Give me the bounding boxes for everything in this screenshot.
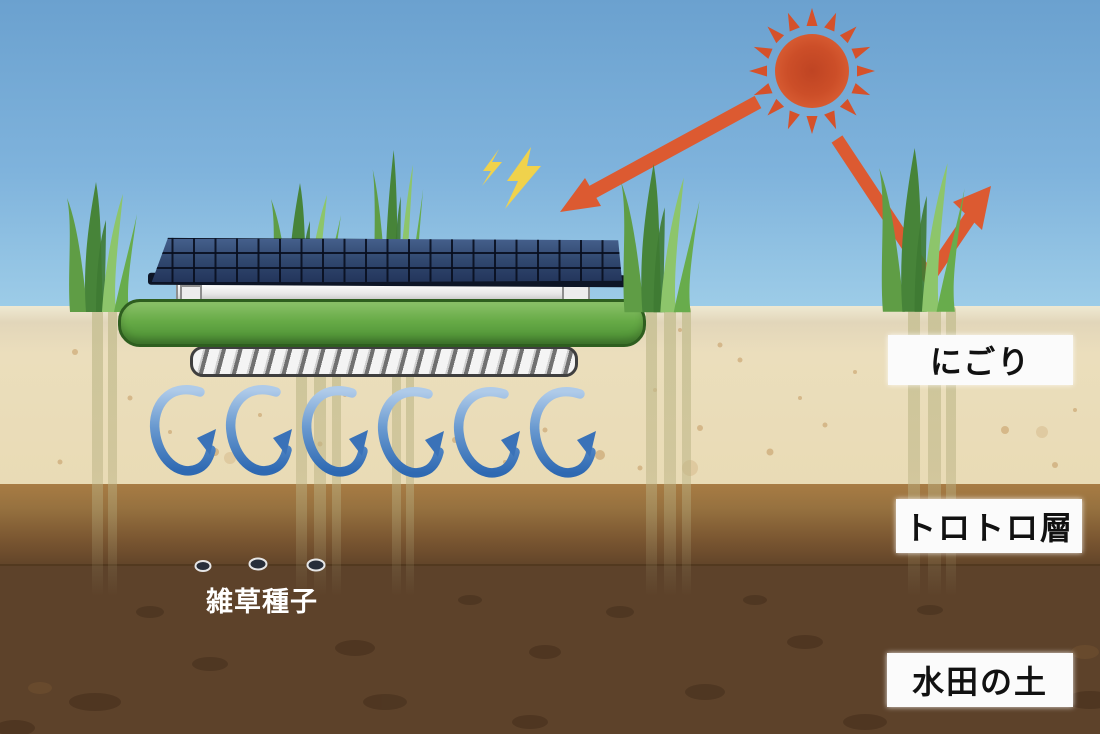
weed-seeds-label: 雑草種子 bbox=[188, 582, 336, 618]
robot-float-body bbox=[118, 299, 646, 347]
paddy-soil-layer bbox=[0, 564, 1100, 734]
paddy-soil-label-text: 水田の土 bbox=[911, 663, 1048, 701]
mud-layer-label-text: トロトロ層 bbox=[903, 509, 1074, 547]
paddy-soil-label: 水田の土 bbox=[887, 653, 1073, 707]
turbidity-label-text: にごり bbox=[929, 343, 1032, 381]
weed-seeds-label-text: 雑草種子 bbox=[206, 586, 318, 618]
solar-panel bbox=[151, 237, 622, 283]
turbidity-label: にごり bbox=[888, 335, 1073, 385]
mud-layer-label: トロトロ層 bbox=[896, 499, 1082, 553]
robot-brush-roller bbox=[190, 346, 578, 377]
